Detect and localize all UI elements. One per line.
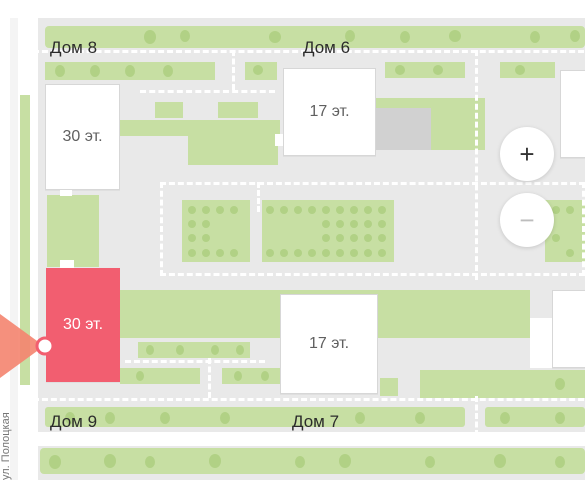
house-label-dom6: Дом 6	[303, 38, 351, 57]
building-right-bottom-base	[530, 318, 552, 368]
path-vertical-1	[232, 50, 235, 90]
building-entrance-17-top	[275, 134, 283, 146]
green-left-mid	[47, 195, 99, 267]
house-label-dom8: Дом 8	[50, 38, 98, 57]
green-courtyard-top-b	[188, 120, 278, 165]
building-floors-label: 17 эт.	[308, 335, 350, 352]
building-floors-label: 30 эт.	[62, 128, 103, 145]
house-label-dom7: Дом 7	[292, 412, 340, 431]
building-17-floors-top[interactable]: 17 эт.	[283, 68, 376, 156]
building-floors-label: 17 эт.	[309, 103, 350, 120]
path-vertical-2	[475, 50, 478, 280]
view-cone-icon	[0, 314, 44, 378]
location-marker-icon[interactable]	[34, 335, 56, 357]
path-courtyard-center	[160, 182, 585, 276]
zoom-out-button[interactable]: −	[500, 193, 554, 247]
path-outer-top	[33, 50, 585, 53]
green-row-1d	[500, 62, 555, 78]
green-row-1c	[385, 62, 465, 78]
tree-group-row1	[55, 65, 525, 77]
zoom-in-button[interactable]: +	[500, 127, 554, 181]
road-left-inner	[10, 18, 18, 480]
path-bottom-row	[125, 360, 265, 363]
building-right-bottom[interactable]	[552, 290, 585, 368]
building-right-top[interactable]	[560, 70, 585, 158]
green-top-strip	[45, 26, 585, 48]
road-bottom	[0, 432, 585, 446]
path-outer-left	[33, 50, 36, 400]
path-top-inner	[140, 90, 275, 93]
green-row-bottom-d	[380, 378, 398, 396]
path-center-vert	[257, 182, 260, 212]
tree-group-bottom	[49, 345, 565, 469]
building-30-floors-selected[interactable]: 30 эт.	[46, 268, 120, 382]
house-label-dom9: Дом 9	[50, 412, 98, 431]
building-entrance-selected	[60, 260, 74, 268]
minus-icon: −	[519, 204, 535, 235]
building-floors-label: 30 эт.	[62, 316, 104, 333]
building-17-floors-bottom[interactable]: 17 эт.	[280, 294, 378, 394]
path-vertical-4	[475, 396, 478, 436]
green-bottom-court-b	[185, 290, 280, 320]
tree-group-top	[144, 30, 580, 44]
plus-icon: +	[519, 138, 535, 169]
path-outer-bottom	[33, 398, 585, 401]
building-entrance-top	[60, 190, 72, 196]
green-small-2	[218, 102, 258, 118]
green-small-1	[155, 102, 183, 118]
parking-annex	[375, 108, 431, 150]
road-left	[0, 0, 38, 480]
tree-group-center	[188, 206, 574, 257]
building-30-floors-top[interactable]: 30 эт.	[45, 84, 120, 190]
path-vertical-3	[208, 358, 211, 398]
green-left-strip	[20, 95, 30, 385]
green-row-bottom-a	[138, 342, 250, 358]
road-top	[0, 0, 585, 18]
